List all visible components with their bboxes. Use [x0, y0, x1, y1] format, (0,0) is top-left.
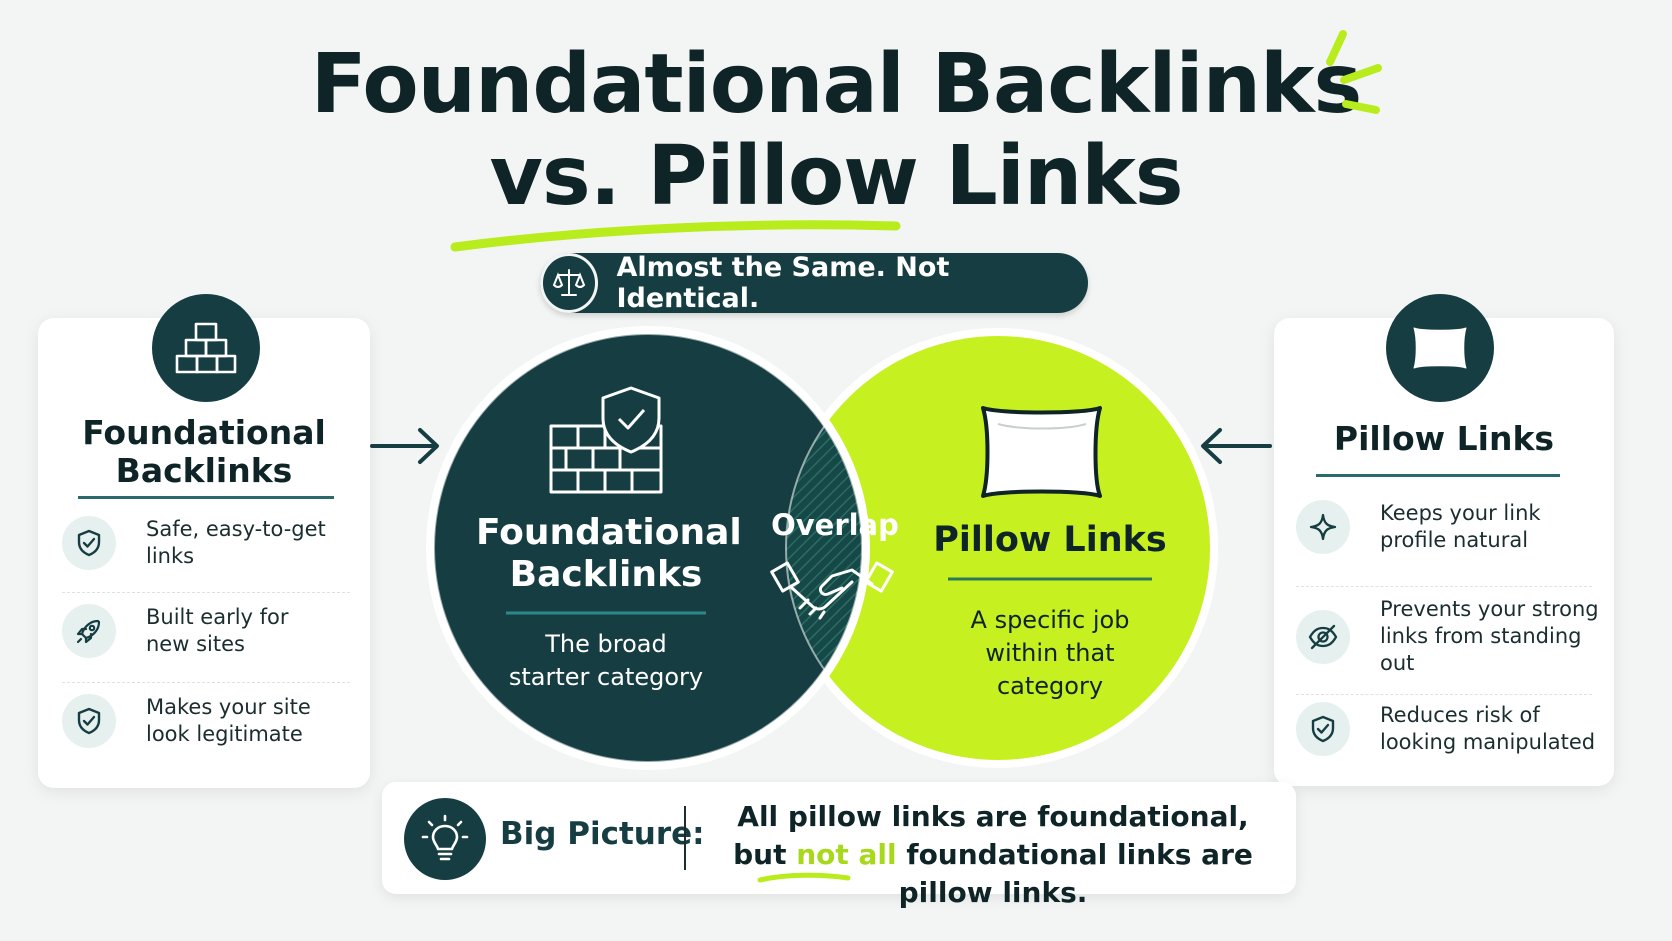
pillow-item-text: Reduces risk of looking manipulated [1380, 702, 1595, 756]
foundational-item-line: Built early for [146, 605, 289, 629]
venn-overlap-edge [785, 335, 862, 761]
pillow-item-line: links from standing [1380, 624, 1582, 648]
foundational-item-line: Safe, easy-to-get [146, 517, 326, 541]
venn-overlap-label: Overlap [771, 508, 899, 542]
scale-icon [540, 253, 599, 313]
venn-left-title-line-1: Foundational [476, 512, 742, 553]
venn-left-title: Foundational Backlinks [476, 512, 742, 596]
pillow-item-line: out [1380, 651, 1415, 675]
title-links: Links [945, 129, 1183, 224]
arrow-right-icon [370, 428, 439, 464]
page-title-line-2: vs. Pillow Links [0, 136, 1672, 218]
pillow-venn-icon [981, 406, 1102, 498]
title-underline [450, 220, 901, 252]
sparkle-icon [1296, 500, 1350, 554]
pillow-item-text: Prevents your strong links from standing… [1380, 596, 1599, 677]
venn-left-desc-line-2: starter category [508, 663, 704, 691]
venn-right-desc-line-2: within that [985, 639, 1115, 667]
title-decoration [450, 30, 1382, 252]
foundational-card-title: Foundational Backlinks [38, 414, 370, 490]
pillow-card-title: Pillow Links [1333, 419, 1555, 458]
foundational-item-text: Makes your site look legitimate [146, 694, 311, 748]
big-picture-line-2-end: foundational links are pillow links. [896, 838, 1253, 909]
pillow-item-text: Keeps your link profile natural [1380, 500, 1541, 554]
venn-left-edge [433, 333, 863, 763]
sparkle-accent-icon [1326, 30, 1382, 114]
big-picture-line-2: but not all foundational links are pillo… [698, 836, 1288, 912]
pillow-item: Reduces risk of looking manipulated [1296, 702, 1595, 756]
venn-right-desc-line-3: category [996, 672, 1104, 700]
venn-left-title-line-2: Backlinks [509, 554, 703, 595]
pillow-item: Keeps your link profile natural [1296, 500, 1541, 554]
shield-check-icon [62, 694, 116, 748]
foundational-card-title-line-1: Foundational [82, 413, 326, 452]
title-vs-pillow: vs. Pillow [489, 129, 918, 224]
big-picture-highlight: not all [796, 838, 897, 871]
venn-left-description: The broad starter category [486, 628, 726, 694]
pillow-item-line: Prevents your strong [1380, 597, 1599, 621]
foundational-item-line: Makes your site [146, 695, 311, 719]
foundational-card-divider [78, 496, 334, 499]
eye-off-icon [1296, 609, 1350, 664]
big-picture-panel: Big Picture: All pillow links are founda… [382, 782, 1296, 909]
big-picture-statement: All pillow links are foundational, but n… [698, 798, 1288, 912]
lightbulb-icon [404, 798, 486, 880]
shield-check-icon [1296, 702, 1350, 756]
pillow-item-separator [1296, 694, 1592, 695]
venn-left-circle [434, 334, 862, 762]
foundational-item: Safe, easy-to-get links [62, 516, 326, 570]
foundational-item: Makes your site look legitimate [62, 694, 311, 748]
shield-check-icon [62, 516, 116, 570]
arrow-left-icon [1201, 428, 1272, 464]
venn-right-desc-line-1: A specific job [970, 606, 1130, 634]
venn-right-circle [786, 336, 1210, 760]
pillow-item-line: Keeps your link [1380, 501, 1541, 525]
subtitle-text: Almost the Same. Not Identical. [616, 252, 950, 314]
big-picture-label: Big Picture: [500, 816, 705, 852]
foundational-item-text: Safe, easy-to-get links [146, 516, 326, 570]
pillow-item-line: profile natural [1380, 528, 1529, 552]
blocks-icon [152, 294, 260, 402]
subtitle-pill: Almost the Same. Not Identical. [540, 252, 1088, 314]
highlight-underline [757, 872, 851, 883]
pillow-card-divider [1316, 474, 1560, 477]
big-picture-line-1: All pillow links are foundational, [737, 800, 1249, 833]
foundational-item-separator [62, 592, 350, 593]
foundational-item-line: look legitimate [146, 722, 303, 746]
handshake-icon [770, 561, 894, 620]
pillow-icon [1386, 294, 1494, 402]
foundational-item-line: new sites [146, 632, 245, 656]
foundational-item-line: links [146, 544, 195, 568]
pillow-item-separator [1296, 586, 1592, 587]
foundational-item: Built early for new sites [62, 604, 289, 658]
big-picture-line-2-start: but [733, 838, 797, 871]
venn-left-desc-line-1: The broad [545, 630, 667, 658]
venn-right-description: A specific job within that category [940, 604, 1160, 703]
pillow-item-line: Reduces risk of [1380, 703, 1540, 727]
pillow-item: Prevents your strong links from standing… [1296, 596, 1599, 677]
big-picture-divider [684, 806, 686, 870]
foundational-item-separator [62, 682, 350, 683]
venn-right-title: Pillow Links [933, 520, 1167, 560]
foundational-item-text: Built early for new sites [146, 604, 289, 658]
page-title-line-1: Foundational Backlinks [310, 37, 1363, 132]
pillow-item-line: looking manipulated [1380, 730, 1596, 754]
rocket-icon [62, 604, 116, 658]
foundational-card-title-line-2: Backlinks [115, 451, 293, 490]
brick-wall-shield-icon [549, 386, 663, 494]
